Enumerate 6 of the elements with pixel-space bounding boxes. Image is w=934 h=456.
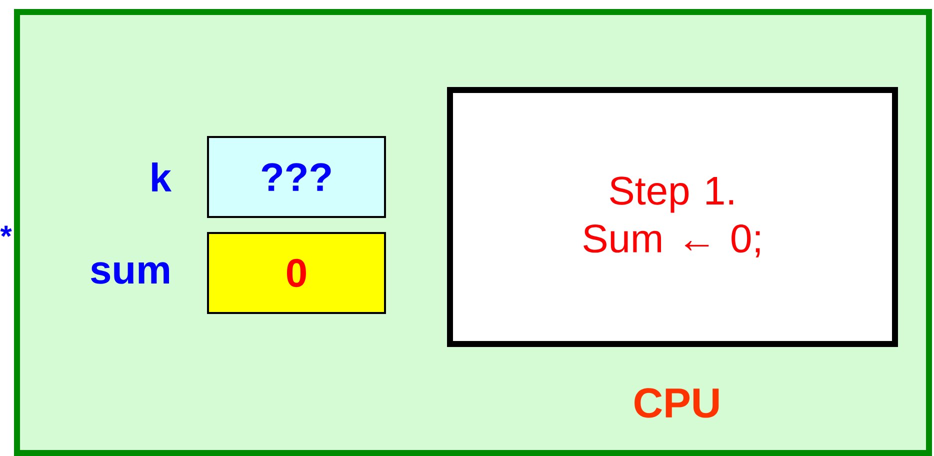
variable-name: k	[152, 162, 172, 192]
variable-name: sum	[90, 262, 169, 284]
memory-cell: ???	[207, 136, 386, 218]
instruction-box: Step 1. Sum ← 0;	[447, 87, 898, 347]
asterisk: *	[0, 226, 12, 237]
memory-cell: 0	[207, 232, 386, 314]
